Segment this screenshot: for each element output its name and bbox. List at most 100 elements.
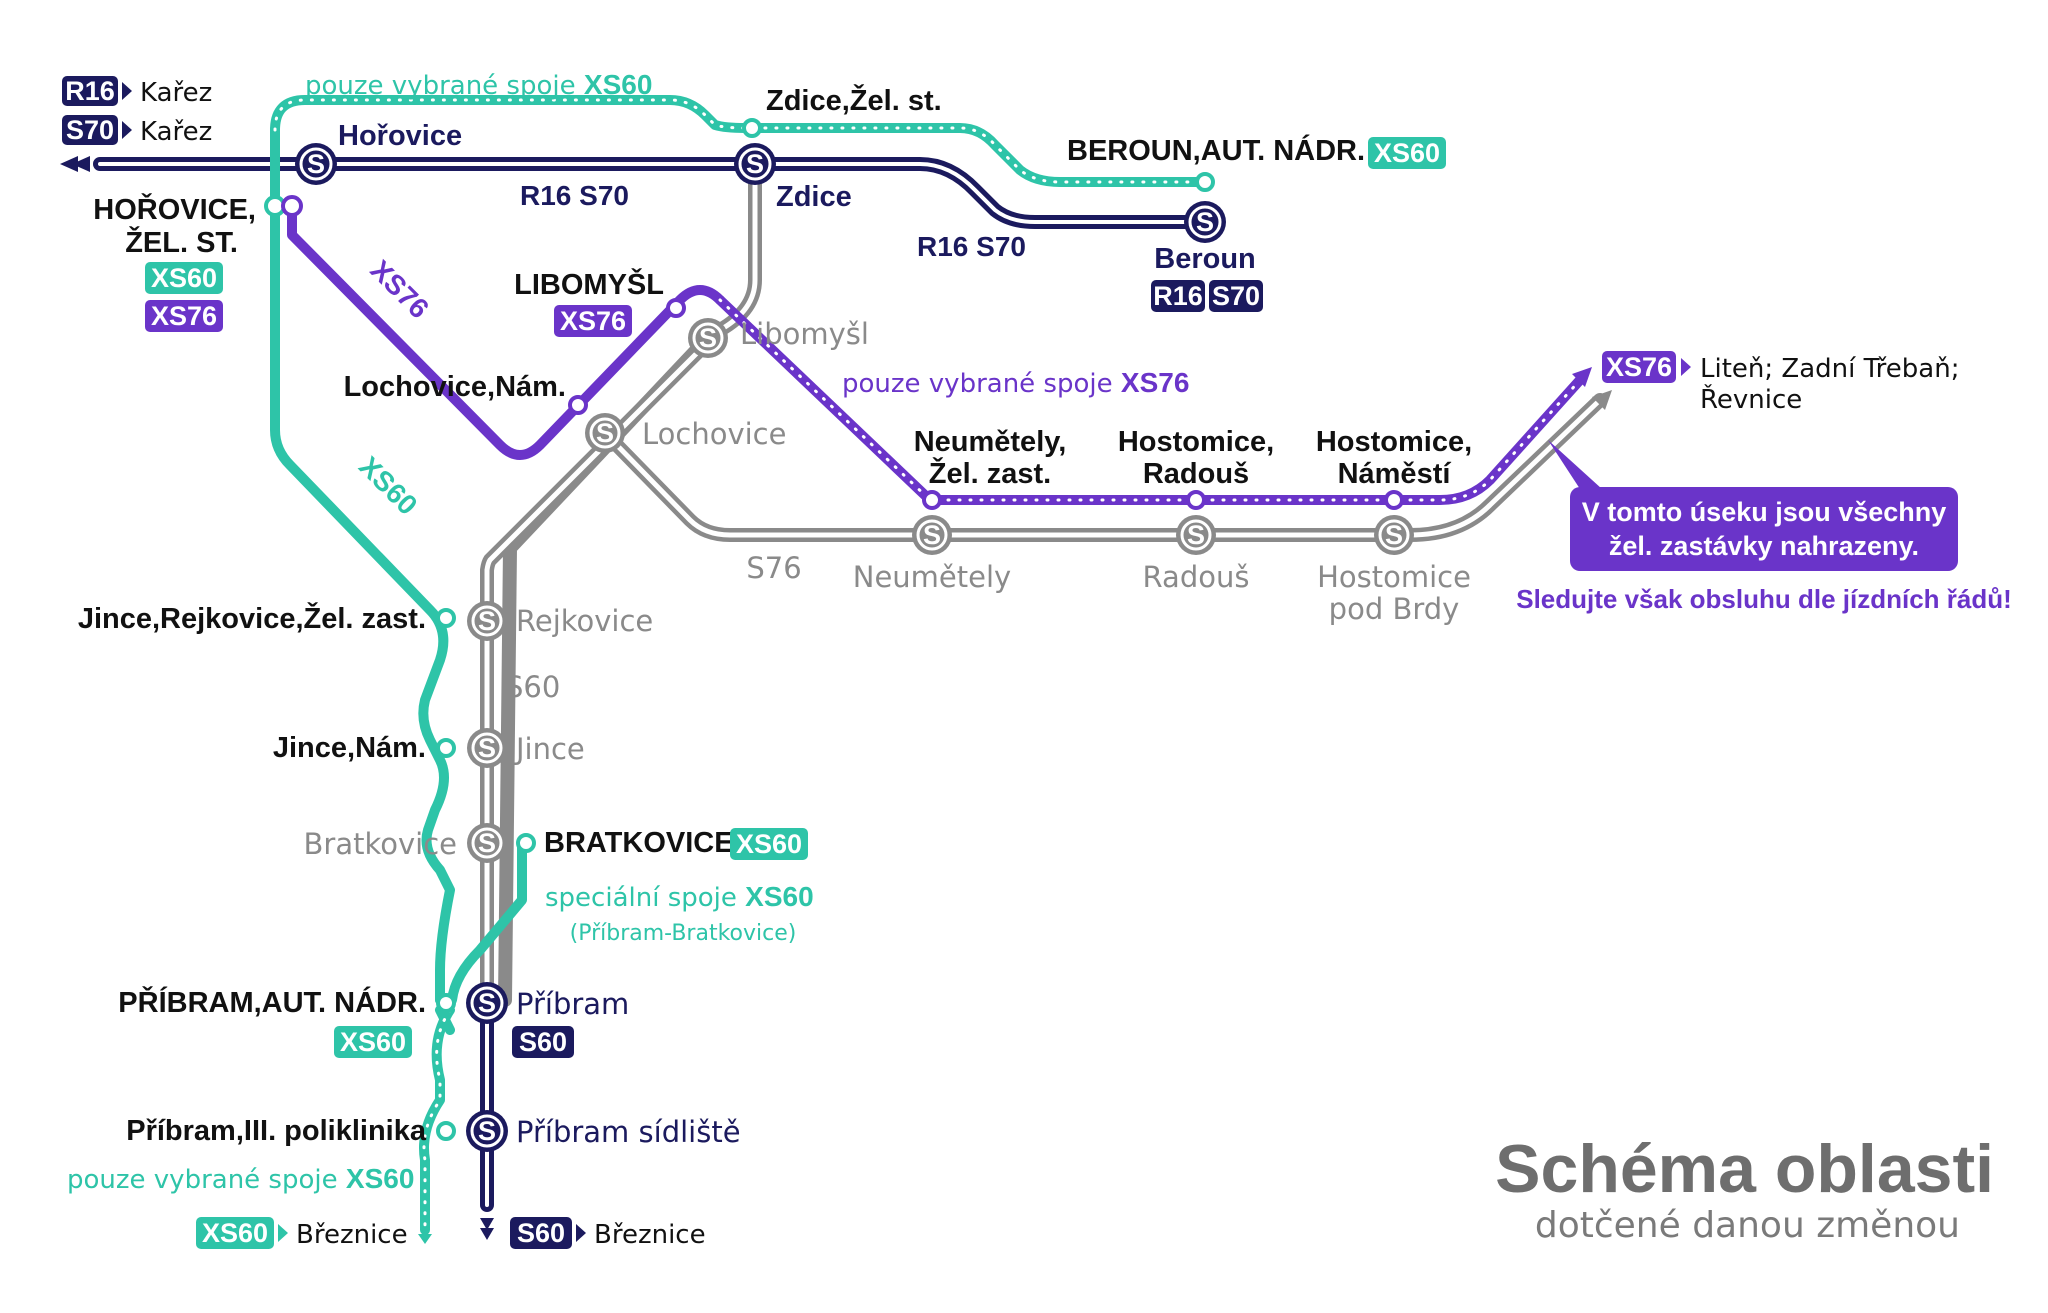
svg-text:Řevnice: Řevnice [1700,383,1802,415]
station-icon-pribram: S [464,980,510,1026]
beroun-badges: R16 S70 [1151,280,1263,312]
stop-dot-libomysl [666,298,686,318]
rail-lines-navy [93,157,1212,1212]
svg-text:speciální spoje XS60: speciální spoje XS60 [545,881,814,913]
svg-text:(Příbram-Bratkovice): (Příbram-Bratkovice) [570,921,797,946]
svg-text:S70: S70 [66,115,114,145]
line-label-r16-s70-a: R16 S70 [520,180,629,211]
svg-text:S: S [307,149,325,179]
rail-station-icons: S S S S S S S S S S S S S [293,141,1416,1154]
svg-text:XS60: XS60 [202,1218,268,1248]
station-icon-beroun: S [1182,199,1228,245]
station-icon-jince: S [465,726,509,770]
stop-dot-horovice-purple [281,195,303,217]
xs60-dotted [273,98,1207,184]
svg-text:S: S [1196,207,1214,237]
svg-text:S: S [1187,520,1205,550]
bus-stop-neumetely: Neumětely, Žel. zast. [914,426,1067,490]
svg-text:XS76: XS76 [151,301,217,331]
svg-text:R16: R16 [1153,281,1203,311]
svg-text:Radouš: Radouš [1143,458,1249,490]
note-special-xs60: speciální spoje XS60 (Příbram-Bratkovice… [545,881,814,946]
rail-label-beroun: Beroun [1154,243,1256,275]
svg-text:BEROUN,AUT. NÁDR.: BEROUN,AUT. NÁDR. [1067,133,1365,167]
stop-dot-jince-nam [436,738,456,758]
bus-stop-horovice: HOŘOVICE, ŽEL. ST. XS60 XS76 [93,192,256,332]
svg-text:PŘÍBRAM,AUT. NÁDR.: PŘÍBRAM,AUT. NÁDR. [118,985,426,1019]
line-label-s76: S76 [746,551,801,585]
station-icon-radous: S [1174,513,1218,557]
xs76-route [287,203,725,460]
svg-text:Kařez: Kařez [140,78,212,108]
stop-dot-namesti [1384,490,1404,510]
stop-dot-jince-rejkovice [436,608,456,628]
bus-stop-dots [264,118,1404,1141]
station-icon-hostomice: S [1372,513,1416,557]
rail-label-neumetely: Neumětely [853,560,1011,594]
bus-stop-libomysl: LIBOMYŠL XS76 [514,267,664,337]
station-icon-libomysl: S [686,316,730,360]
note-bottom-xs60: pouze vybrané spoje XS60 [67,1163,414,1195]
svg-text:S: S [923,520,941,550]
svg-text:Neumětely,: Neumětely, [914,426,1067,458]
stop-dot-radous [1186,490,1206,510]
rail-label-hostomice-2: pod Brdy [1329,592,1460,626]
line-label-r16-s70-b: R16 S70 [917,231,1026,262]
stop-dot-bratkovice [516,833,536,853]
rail-label-pribram: Příbram [516,987,629,1021]
note-top-xs60: pouze vybrané spoje XS60 [305,69,652,101]
svg-text:S: S [478,733,496,763]
bus-stop-jince-nam: Jince,Nám. [273,732,426,764]
legend-bottom-s60: S60 Březnice [510,1217,706,1250]
bus-stop-jince-rejkovice: Jince,Rejkovice,Žel. zast. [78,601,426,635]
map-subtitle: dotčené danou změnou [1535,1205,1960,1246]
rail-label-zdice: Zdice [776,181,852,213]
arrow-south-navy [480,1218,494,1240]
svg-text:Hostomice,: Hostomice, [1118,426,1274,458]
svg-text:XS60: XS60 [151,263,217,293]
rail-label-bratkovice: Bratkovice [304,827,457,861]
svg-text:S: S [1385,520,1403,550]
stop-dot-beroun-aut [1195,172,1215,192]
stop-dot-pribram-aut [436,993,456,1013]
svg-text:S: S [478,606,496,636]
bus-stop-zdice: Zdice,Žel. st. [766,83,942,117]
stop-dot-zdice [742,118,762,138]
svg-text:S: S [596,418,614,448]
svg-text:S: S [478,828,496,858]
station-icon-rejkovice: S [465,599,509,643]
bus-stop-beroun-aut: BEROUN,AUT. NÁDR. XS60 [1067,133,1446,169]
svg-text:R16: R16 [65,76,115,106]
stop-dot-poliklinika [436,1121,456,1141]
rail-label-hostomice-1: Hostomice [1317,560,1471,594]
svg-text:Žel. zast.: Žel. zast. [929,456,1052,490]
rail-label-libomysl: Libomyšl [740,317,869,351]
stop-dot-lochovice-nam [568,395,588,415]
svg-text:Březnice: Březnice [296,1220,408,1250]
bus-stop-bratkovice: BRATKOVICE XS60 [544,827,808,860]
bus-stop-lochovice-nam: Lochovice,Nám. [344,371,566,403]
dest-xs76-liten: XS76 Liteň; Zadní Třebaň; Řevnice [1602,351,1959,415]
svg-text:BRATKOVICE: BRATKOVICE [544,827,734,859]
svg-text:XS76: XS76 [1606,352,1672,382]
svg-text:S: S [478,1116,496,1146]
rail-label-lochovice: Lochovice [642,417,786,451]
svg-text:S60: S60 [517,1218,565,1248]
station-icon-pribram-sidliste: S [464,1108,510,1154]
legend-top-r16: R16 Kařez [62,76,212,108]
legend-bottom-xs60: XS60 Březnice [196,1217,408,1250]
svg-text:S70: S70 [1212,281,1260,311]
rail-label-rejkovice: Rejkovice [516,604,653,638]
svg-text:S: S [699,323,717,353]
svg-text:Březnice: Březnice [594,1220,706,1250]
rail-label-pribram-sidliste: Příbram sídliště [516,1115,741,1149]
svg-text:S: S [478,988,496,1018]
svg-text:HOŘOVICE,: HOŘOVICE, [93,192,256,226]
svg-text:pouze vybrané spoje XS60: pouze vybrané spoje XS60 [305,69,652,101]
svg-text:XS60: XS60 [736,829,802,859]
svg-text:žel. zastávky nahrazeny.: žel. zastávky nahrazeny. [1609,531,1919,561]
line-label-s60: S60 [505,670,560,704]
rail-label-radous: Radouš [1143,560,1250,594]
arrow-ne-purple [1572,367,1592,387]
